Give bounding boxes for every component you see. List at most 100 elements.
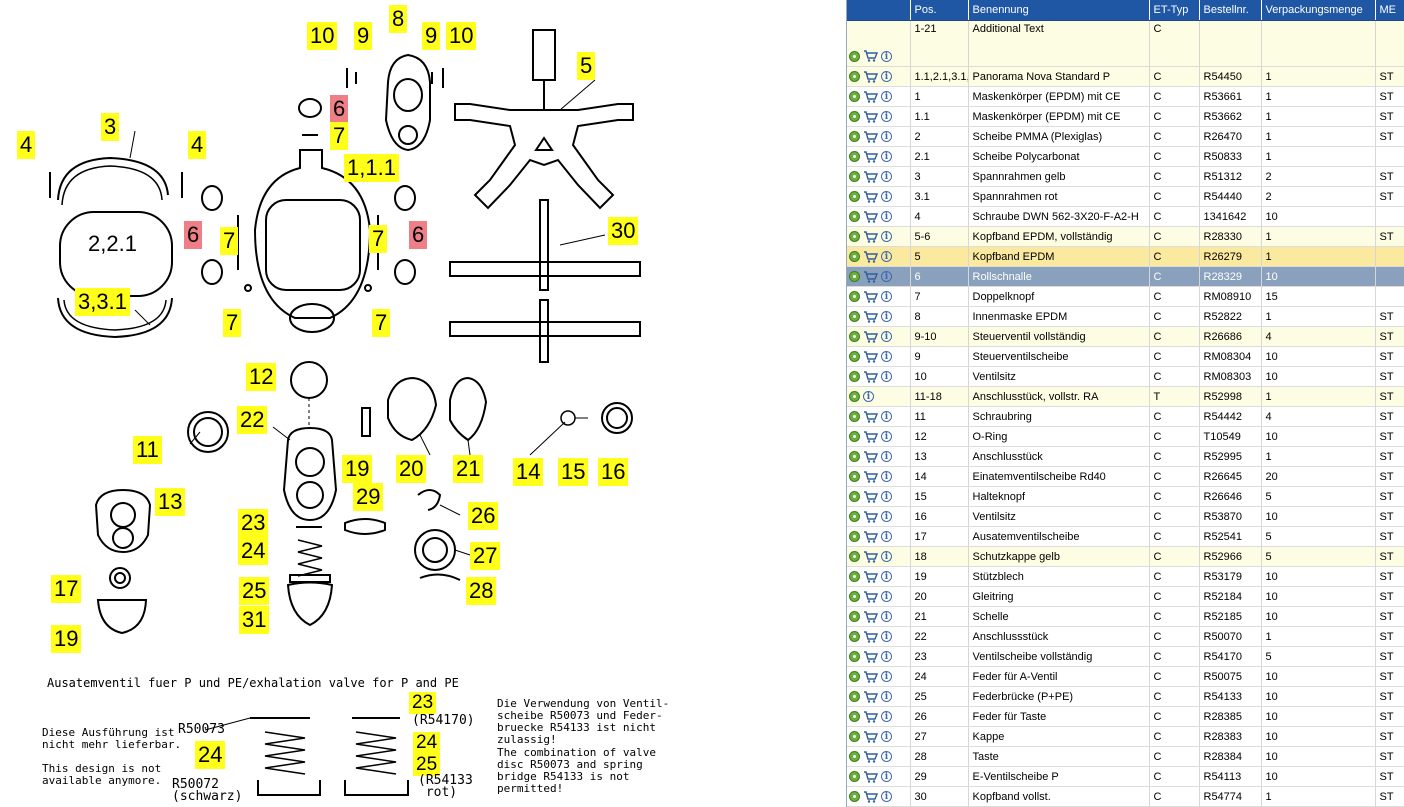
gear-icon[interactable]: [849, 511, 860, 523]
info-icon[interactable]: [881, 431, 892, 443]
gear-icon[interactable]: [849, 671, 860, 683]
gear-icon[interactable]: [849, 211, 860, 223]
cart-icon[interactable]: [863, 670, 878, 683]
cart-icon[interactable]: [863, 750, 878, 763]
info-icon[interactable]: [863, 391, 874, 403]
info-icon[interactable]: [881, 231, 892, 243]
info-icon[interactable]: [881, 511, 892, 523]
cart-icon[interactable]: [863, 770, 878, 783]
cart-icon[interactable]: [863, 70, 878, 83]
column-header-order-number[interactable]: Bestellnr.: [1199, 0, 1262, 21]
column-header-type[interactable]: ET-Typ: [1149, 0, 1200, 21]
info-icon[interactable]: [881, 531, 892, 543]
info-icon[interactable]: [881, 251, 892, 263]
gear-icon[interactable]: [849, 91, 860, 103]
info-icon[interactable]: [881, 651, 892, 663]
info-icon[interactable]: [881, 111, 892, 123]
gear-icon[interactable]: [849, 431, 860, 443]
info-icon[interactable]: [881, 451, 892, 463]
gear-icon[interactable]: [849, 711, 860, 723]
cart-icon[interactable]: [863, 610, 878, 623]
cart-icon[interactable]: [863, 730, 878, 743]
gear-icon[interactable]: [849, 631, 860, 643]
gear-icon[interactable]: [849, 351, 860, 363]
gear-icon[interactable]: [849, 691, 860, 703]
info-icon[interactable]: [881, 271, 892, 283]
gear-icon[interactable]: [849, 591, 860, 603]
cart-icon[interactable]: [863, 350, 878, 363]
gear-icon[interactable]: [849, 331, 860, 343]
info-icon[interactable]: [881, 631, 892, 643]
info-icon[interactable]: [881, 211, 892, 223]
cart-icon[interactable]: [863, 630, 878, 643]
cart-icon[interactable]: [863, 50, 878, 62]
info-icon[interactable]: [881, 471, 892, 483]
gear-icon[interactable]: [849, 191, 860, 203]
cart-icon[interactable]: [863, 330, 878, 343]
column-header-name[interactable]: Benennung: [968, 0, 1150, 21]
gear-icon[interactable]: [849, 651, 860, 663]
info-icon[interactable]: [881, 331, 892, 343]
column-header-pos[interactable]: Pos.: [910, 0, 969, 21]
info-icon[interactable]: [881, 131, 892, 143]
table-row[interactable]: 1.1,2.1,3.1,Panorama Nova Standard PCR54…: [847, 66, 1404, 87]
gear-icon[interactable]: [849, 531, 860, 543]
cart-icon[interactable]: [863, 230, 878, 243]
info-icon[interactable]: [881, 291, 892, 303]
gear-icon[interactable]: [849, 471, 860, 483]
cart-icon[interactable]: [863, 310, 878, 323]
cart-icon[interactable]: [863, 650, 878, 663]
info-icon[interactable]: [881, 591, 892, 603]
cart-icon[interactable]: [863, 210, 878, 223]
gear-icon[interactable]: [849, 271, 860, 283]
info-icon[interactable]: [881, 691, 892, 703]
info-icon[interactable]: [881, 50, 892, 62]
info-icon[interactable]: [881, 571, 892, 583]
cart-icon[interactable]: [863, 190, 878, 203]
gear-icon[interactable]: [849, 611, 860, 623]
cart-icon[interactable]: [863, 690, 878, 703]
gear-icon[interactable]: [849, 411, 860, 423]
gear-icon[interactable]: [849, 771, 860, 783]
cart-icon[interactable]: [863, 570, 878, 583]
gear-icon[interactable]: [849, 50, 860, 62]
cart-icon[interactable]: [863, 710, 878, 723]
gear-icon[interactable]: [849, 731, 860, 743]
info-icon[interactable]: [881, 371, 892, 383]
gear-icon[interactable]: [849, 231, 860, 243]
info-icon[interactable]: [881, 711, 892, 723]
cart-icon[interactable]: [863, 590, 878, 603]
gear-icon[interactable]: [849, 291, 860, 303]
cart-icon[interactable]: [863, 510, 878, 523]
cart-icon[interactable]: [863, 130, 878, 143]
gear-icon[interactable]: [849, 71, 860, 83]
gear-icon[interactable]: [849, 251, 860, 263]
cart-icon[interactable]: [863, 270, 878, 283]
info-icon[interactable]: [881, 551, 892, 563]
gear-icon[interactable]: [849, 491, 860, 503]
info-icon[interactable]: [881, 71, 892, 83]
gear-icon[interactable]: [849, 151, 860, 163]
column-header-package-quantity[interactable]: Verpackungsmenge: [1261, 0, 1376, 21]
